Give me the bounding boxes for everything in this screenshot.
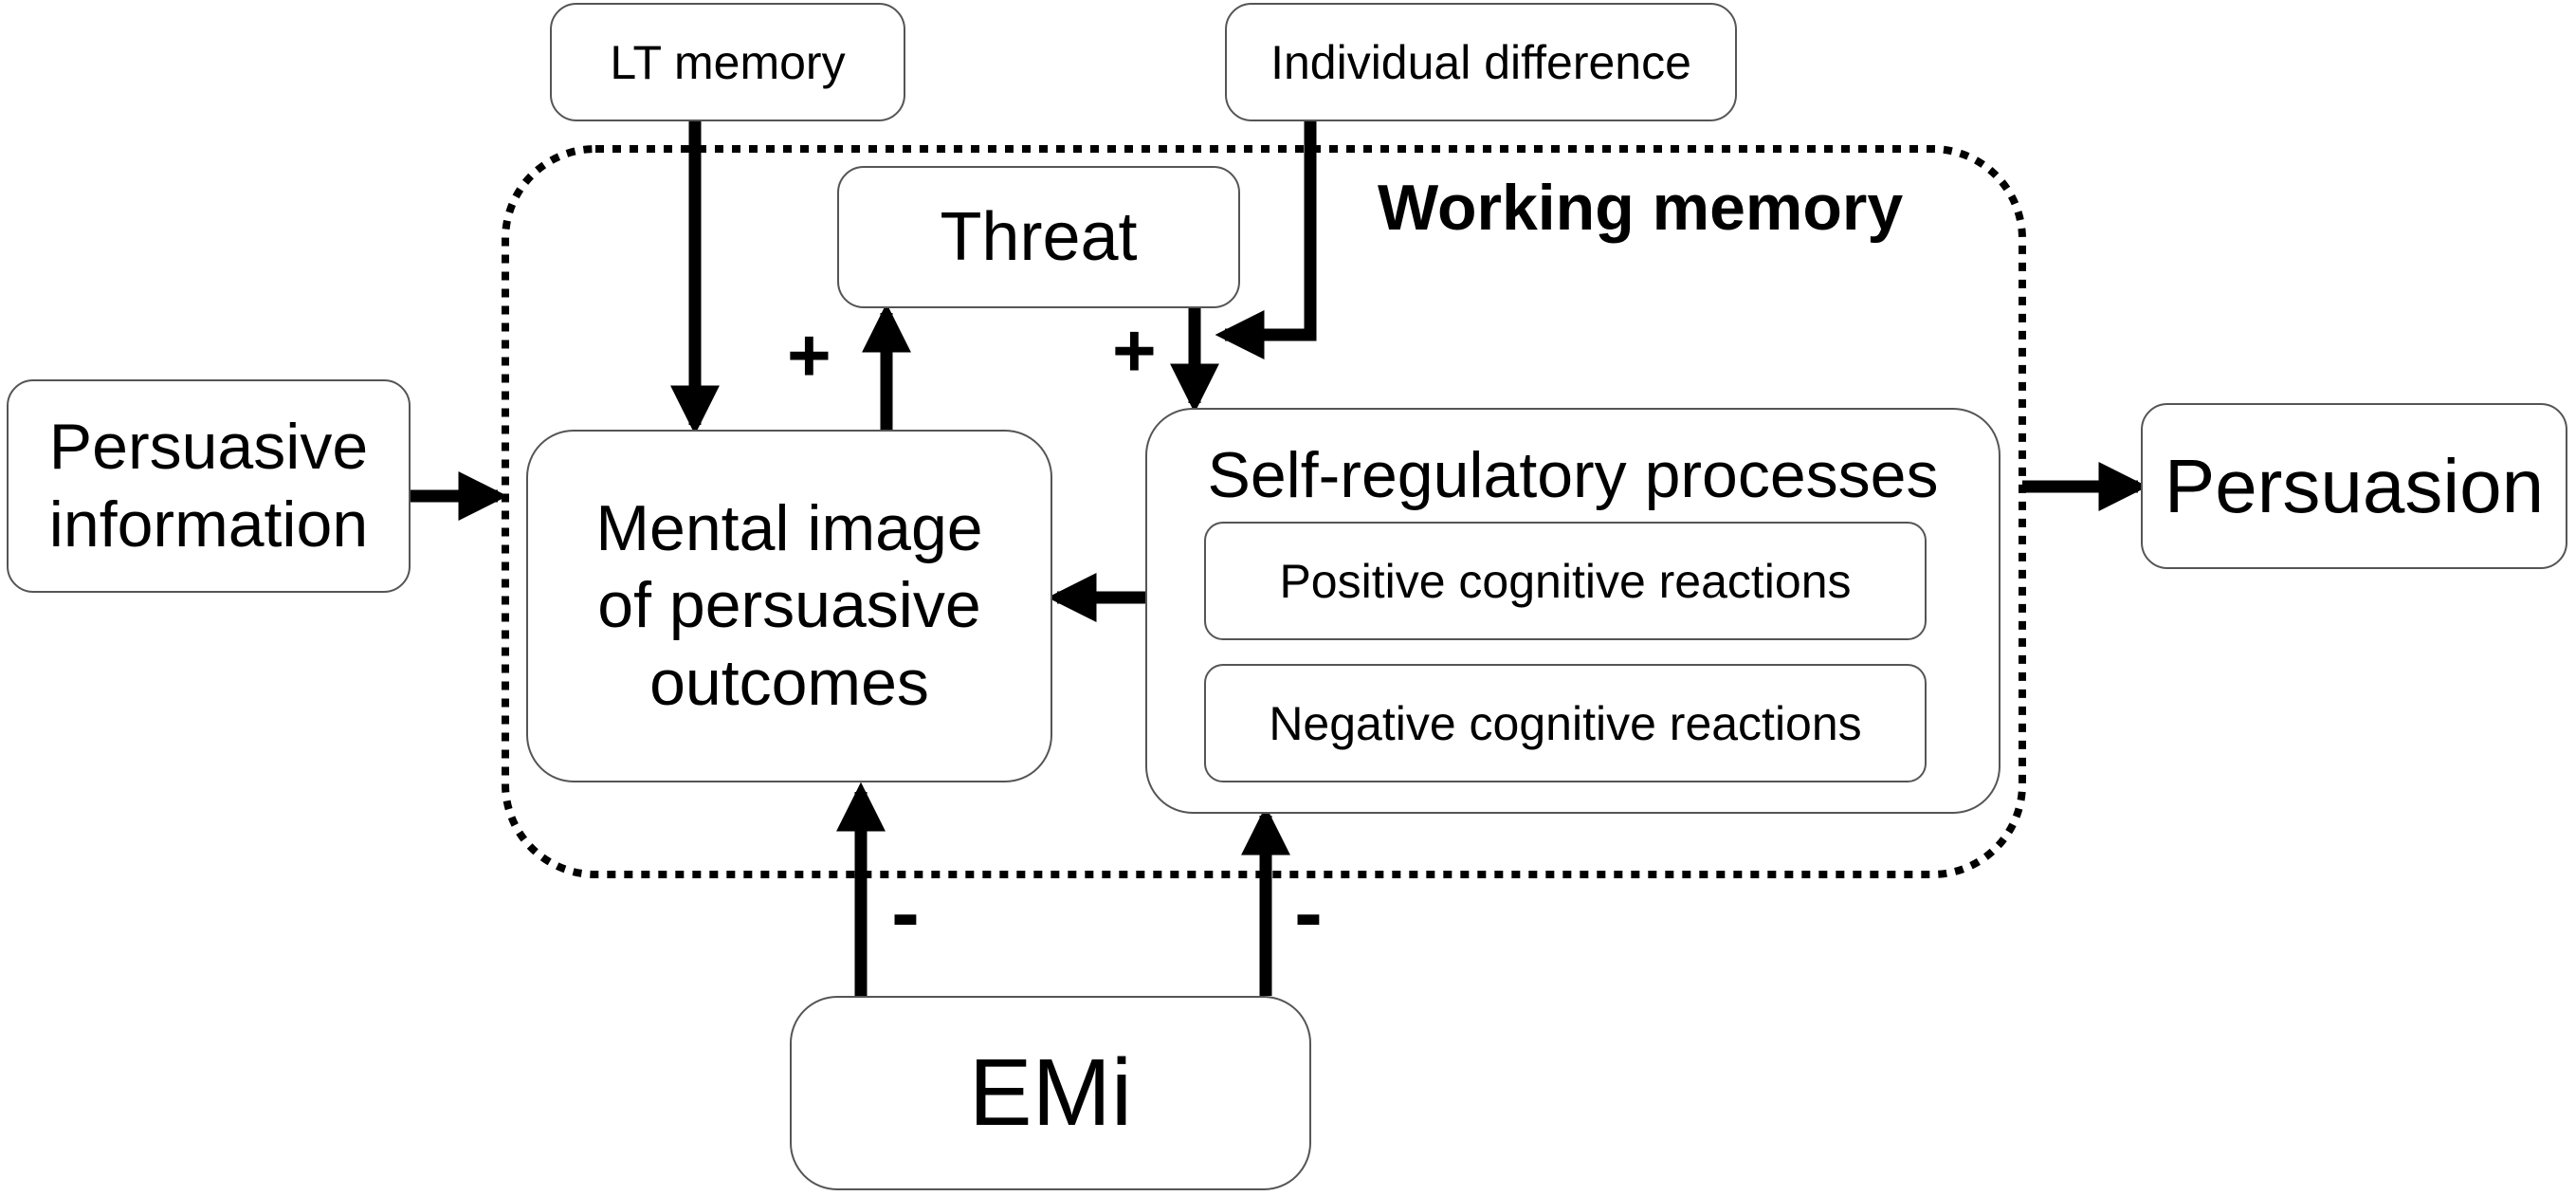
individual-difference-label: Individual difference <box>1270 35 1691 89</box>
negative-reactions-label: Negative cognitive reactions <box>1269 696 1862 750</box>
minus-sign-emi-to-self-regulatory: - <box>1294 866 1323 961</box>
arrow-individual-difference-to-threat-link <box>1215 121 1317 359</box>
plus-sign-threat-to-self-regulatory: + <box>1112 308 1157 393</box>
persuasion-box: Persuasion <box>2141 403 2567 569</box>
individual-difference-box: Individual difference <box>1225 3 1737 121</box>
lt-memory-box: LT memory <box>550 3 905 121</box>
threat-label: Threat <box>940 199 1138 275</box>
self-regulatory-label: Self-regulatory processes <box>1207 439 1939 511</box>
lt-memory-label: LT memory <box>610 35 846 89</box>
positive-reactions-box: Positive cognitive reactions <box>1204 522 1927 640</box>
negative-reactions-box: Negative cognitive reactions <box>1204 664 1927 782</box>
mental-image-box: Mental image of persuasive outcomes <box>526 430 1052 782</box>
working-memory-title: Working memory <box>1378 172 1904 244</box>
plus-sign-mental-to-threat: + <box>787 313 831 397</box>
emi-label: EMi <box>968 1040 1133 1146</box>
persuasive-information-box: Persuasive information <box>7 379 411 593</box>
emi-box: EMi <box>790 996 1311 1190</box>
persuasive-information-label: Persuasive information <box>48 410 369 561</box>
mental-image-label: Mental image of persuasive outcomes <box>595 491 983 719</box>
persuasion-label: Persuasion <box>2164 443 2545 528</box>
minus-sign-emi-to-mental: - <box>891 866 920 961</box>
threat-box: Threat <box>837 166 1240 308</box>
positive-reactions-label: Positive cognitive reactions <box>1279 554 1852 608</box>
